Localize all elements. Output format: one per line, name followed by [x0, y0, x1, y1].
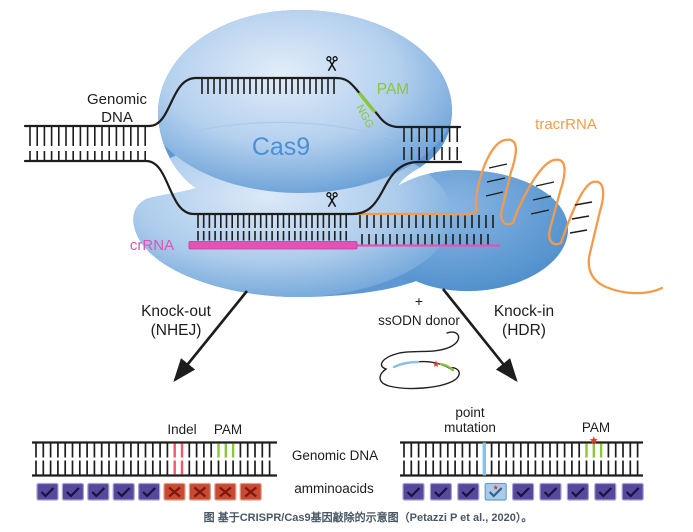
- scissors-icon: [326, 56, 338, 72]
- check-mark-icon: [625, 487, 640, 498]
- knock-out-arrow: [173, 290, 249, 383]
- cas9-lobe-seam: [189, 121, 393, 139]
- amino-square-check: [621, 482, 644, 501]
- check-mark-icon: [406, 487, 421, 498]
- point-mutation-label-line1: point: [455, 405, 485, 420]
- knock-out-result-dna: [32, 441, 277, 477]
- cas9-top-lobe: [145, 10, 455, 193]
- crrna-bar: [188, 241, 358, 250]
- check-mark-icon: [598, 487, 613, 498]
- check-mark-icon: [116, 487, 131, 498]
- pam-label: PAM: [377, 81, 409, 98]
- knock-in-arrow: [441, 288, 518, 383]
- hairpin-rung: [485, 191, 504, 197]
- check-mark-icon: [516, 487, 530, 498]
- hairpin-rung: [569, 229, 588, 234]
- knock-in-aminoacid-row: [402, 482, 644, 501]
- cas9-label: Cas9: [252, 133, 310, 161]
- dna-base-pair-rungs: [29, 79, 494, 245]
- amminoacids-label: amminoacids: [294, 481, 374, 496]
- knock-out-label-line1: Knock-out: [141, 303, 211, 320]
- genomic-dna-bottom-strand: [23, 159, 463, 216]
- amino-square-check: [566, 482, 590, 501]
- ssodn-homology-arm-green: [439, 362, 455, 372]
- ssodn-mutation-star-icon: [432, 360, 440, 367]
- amino-square-check: [429, 482, 452, 501]
- check-mark-icon: [571, 487, 585, 498]
- check-mark-icon: [40, 487, 55, 498]
- check-mark-icon: [461, 487, 476, 498]
- knock-out-aminoacid-row: [36, 482, 262, 501]
- genomic-dna-label-line1: Genomic: [87, 91, 148, 108]
- amino-square-check: [402, 482, 425, 501]
- hairpin-rung: [532, 195, 552, 201]
- check-mark-icon: [142, 487, 156, 498]
- genomic-dna-bottom-label: Genomic DNA: [292, 448, 378, 463]
- pam-site-segment: [358, 92, 376, 113]
- hairpin-rung: [571, 215, 590, 220]
- tracrrna-label: tracrRNA: [535, 116, 597, 133]
- hairpin-rung: [486, 177, 506, 183]
- point-mutation-label-line2: mutation: [444, 420, 496, 435]
- check-mark-icon: [91, 487, 106, 498]
- cas9-protein-blob: [133, 10, 568, 297]
- ssodn-homology-arm-blue: [392, 360, 420, 369]
- hairpin-rung: [535, 181, 555, 187]
- scissors-icon: [326, 192, 338, 208]
- pam-mutation-star-icon: [589, 436, 598, 444]
- plus-sign: +: [415, 293, 423, 309]
- genomic-dna-label-line2: DNA: [101, 109, 133, 126]
- indel-label: Indel: [167, 422, 196, 437]
- amino-square-check: [87, 482, 110, 501]
- amino-square-check: [36, 482, 59, 501]
- knock-in-label-line2: (HDR): [502, 322, 546, 339]
- crrna-label: crRNA: [130, 237, 174, 254]
- hairpin-rung: [574, 201, 593, 206]
- hairpin-rung: [488, 163, 508, 169]
- hairpin-rung: [530, 209, 550, 215]
- tracrrna-strand: [350, 138, 664, 295]
- amino-square-check: [594, 482, 617, 501]
- x-mark-icon: [219, 486, 232, 498]
- amino-square-check: [61, 482, 85, 501]
- genomic-dna-top-strand: [23, 76, 462, 129]
- knock-out-label-line2: (NHEJ): [151, 322, 202, 339]
- amino-square-check: [539, 482, 562, 501]
- x-mark-icon: [168, 486, 181, 498]
- amino-square-check: [457, 482, 480, 501]
- x-mark-icon: [244, 486, 257, 498]
- ssodn-donor-squiggle: [379, 331, 460, 390]
- x-mark-icon: [193, 486, 207, 498]
- knock-in-result-dna: [400, 436, 643, 477]
- amino-square-check: [511, 482, 535, 501]
- mutation-star-icon: [493, 484, 499, 490]
- star-icon: [432, 360, 440, 367]
- amino-square-check: [112, 482, 135, 501]
- ssodn-donor-label: ssODN donor: [378, 313, 460, 328]
- tracrrna-hairpin-rungs: [485, 163, 593, 234]
- amino-square-check: [138, 482, 161, 501]
- figure-caption: 图 基于CRISPR/Cas9基因敲除的示意图（Petazzi P et al.…: [204, 510, 533, 524]
- pam-right-label: PAM: [582, 420, 610, 435]
- check-mark-icon: [488, 487, 503, 498]
- check-mark-icon: [543, 487, 558, 498]
- pam-left-label: PAM: [214, 422, 242, 437]
- knock-in-label-line1: Knock-in: [494, 303, 554, 320]
- check-mark-icon: [434, 487, 448, 498]
- check-mark-icon: [66, 487, 80, 498]
